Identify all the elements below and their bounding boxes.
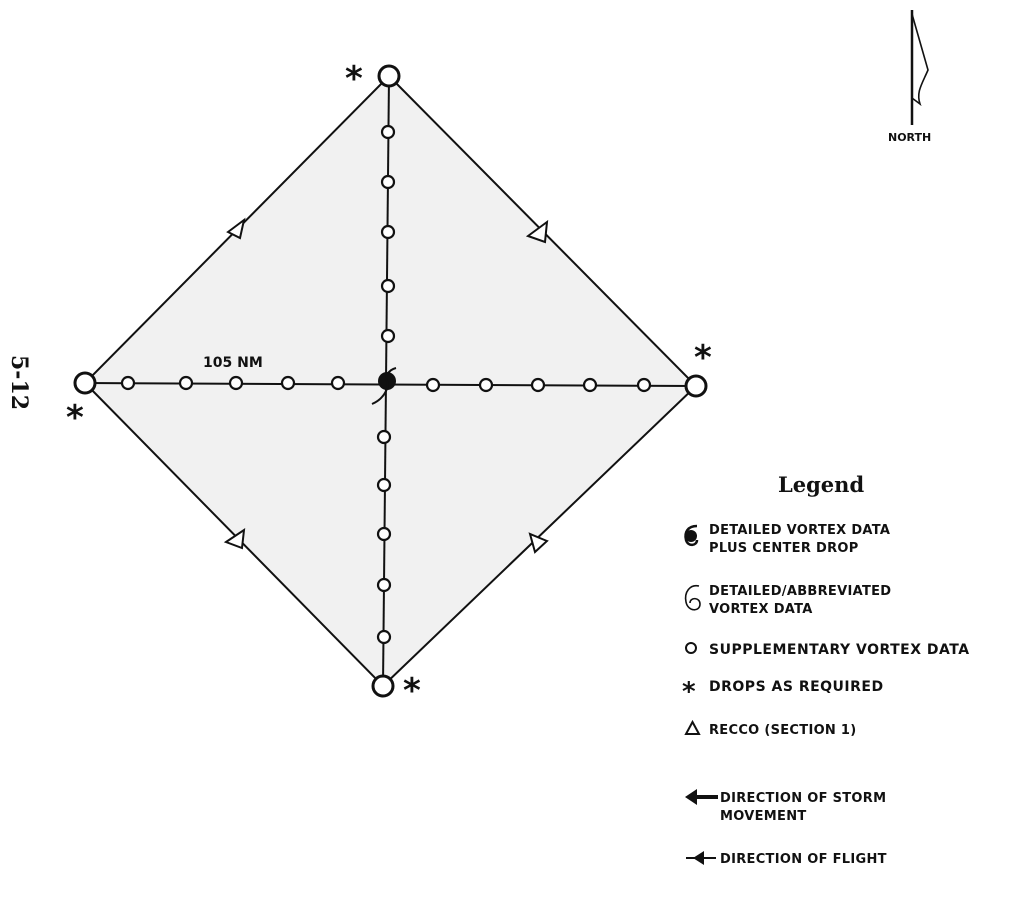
triangle-icon — [525, 219, 549, 244]
supplementary-circle — [330, 375, 346, 391]
supplementary-circle — [380, 278, 396, 294]
legend-item-1-line-1: DETAILED VORTEX DATA — [709, 523, 890, 538]
supplementary-circle — [376, 629, 392, 645]
supplementary-circle — [636, 377, 652, 393]
supplementary-circle — [376, 429, 392, 445]
supplementary-points — [120, 124, 652, 645]
legend-item-7: DIRECTION OF FLIGHT — [720, 852, 887, 867]
triangle-icon — [528, 532, 549, 554]
supplementary-circle — [425, 377, 441, 393]
supplementary-circle — [280, 375, 296, 391]
supplementary-circle — [178, 375, 194, 391]
supplementary-circle — [120, 375, 136, 391]
north-label: NORTH — [888, 131, 931, 144]
legend-item-2-line-2: VORTEX DATA — [709, 602, 813, 617]
corner-circle-west — [73, 371, 97, 395]
legend-item-1-line-2: PLUS CENTER DROP — [709, 541, 859, 556]
corner-points — [73, 64, 708, 698]
legend-item-4: DROPS AS REQUIRED — [709, 679, 884, 695]
recco-triangles — [223, 217, 549, 554]
legend-item-2-line-1: DETAILED/ABBREVIATED — [709, 584, 891, 599]
triangle-icon — [223, 527, 246, 550]
storm-arrow-icon — [685, 789, 718, 805]
asterisk-west: * — [66, 398, 84, 438]
triangle-icon — [684, 719, 701, 735]
legend-title: Legend — [778, 472, 864, 497]
supplementary-circle — [376, 577, 392, 593]
legend-item-3: SUPPLEMENTARY VORTEX DATA — [709, 642, 970, 658]
flight-arrow-icon — [686, 851, 716, 865]
supplementary-circle — [376, 526, 392, 542]
legend-item-5: RECCO (SECTION 1) — [709, 723, 857, 738]
hurricane-vortex-icon — [371, 367, 397, 405]
legend-item-6-line-2: MOVEMENT — [720, 809, 807, 824]
supplementary-circle — [380, 124, 396, 140]
supplementary-circle — [380, 174, 396, 190]
asterisk-east: * — [694, 338, 712, 378]
supplementary-circle — [530, 377, 546, 393]
triangle-icon — [226, 217, 246, 240]
legend-item-6-line-1: DIRECTION OF STORM — [720, 791, 886, 806]
supplementary-circle — [376, 477, 392, 493]
supplementary-circle — [380, 224, 396, 240]
supplementary-circle — [228, 375, 244, 391]
supplementary-circle — [478, 377, 494, 393]
distance-label: 105 NM — [203, 355, 263, 371]
asterisk-icon: * — [682, 677, 696, 707]
supplementary-circle — [582, 377, 598, 393]
supplementary-circle — [380, 328, 396, 344]
corner-circle-south — [371, 674, 395, 698]
page-number: 5-12 — [6, 355, 32, 410]
open-vortex-icon — [684, 584, 701, 611]
corner-circle-east — [684, 374, 708, 398]
circle-icon — [685, 642, 697, 654]
legend: Legend DETAILED VORTEX DATA PLUS CENTER … — [682, 472, 970, 867]
north-arrow-icon — [910, 10, 929, 125]
corner-circle-north — [377, 64, 401, 88]
asterisk-north: * — [345, 59, 363, 99]
filled-vortex-icon — [684, 524, 699, 547]
asterisk-south: * — [403, 671, 421, 711]
